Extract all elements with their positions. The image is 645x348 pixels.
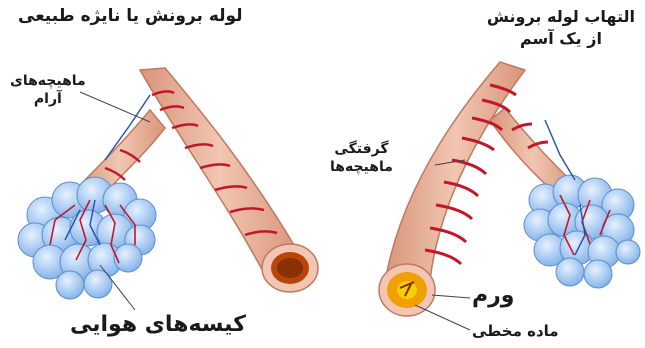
right-title: التهاب لوله برونش از یک آسم [487, 6, 635, 50]
left-title: لوله برونش یا نایژه طبیعی [18, 6, 243, 26]
swelling-label: ورم [472, 283, 514, 308]
mucus-label: ماده مخطی [472, 322, 559, 340]
muscle-tightening-label: گرفتگی ماهیچه‌ها [330, 140, 393, 176]
air-sacs-label: کیسه‌های هوایی [70, 312, 246, 337]
relaxed-muscles-line1: ماهیچه‌های [10, 72, 86, 90]
right-title-line2: از یک آسم [487, 28, 635, 50]
relaxed-muscles-label: ماهیچه‌های آرام [10, 72, 86, 108]
muscle-tightening-line2: ماهیچه‌ها [330, 158, 393, 176]
inflamed-bronchus [379, 62, 640, 316]
relaxed-muscles-line2: آرام [10, 90, 86, 108]
air-sacs-cluster-inflamed [524, 175, 640, 288]
right-title-line1: التهاب لوله برونش [487, 6, 635, 28]
muscle-tightening-line1: گرفتگی [330, 140, 393, 158]
